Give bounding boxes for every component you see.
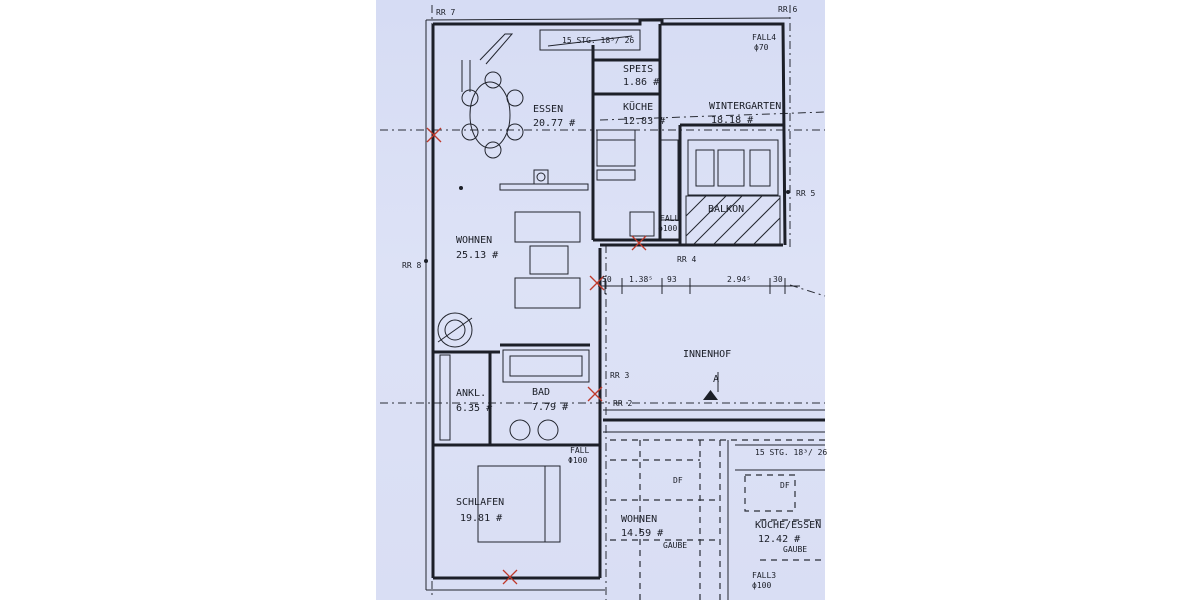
marker-rr5: RR 5: [796, 189, 815, 198]
marker-rr4: RR 4: [677, 255, 696, 264]
room-wohnen-name: WOHNEN: [456, 235, 492, 246]
fall4-label: FALL4: [752, 33, 776, 42]
room-balkon-name: BALKON: [708, 204, 744, 215]
marker-rr2: RR 2: [613, 399, 632, 408]
fall4-dia: ϕ70: [754, 43, 769, 52]
marker-rr8: RR 8: [402, 261, 421, 270]
fall-bottom-label: FALL3: [752, 571, 776, 580]
df-label-2: DF: [780, 481, 790, 490]
fall-top-dia: ϕ100: [658, 224, 677, 233]
marker-rr7: RR 7: [436, 8, 455, 17]
room-wintergarten-area: 18.18 #: [711, 115, 753, 126]
outer-walls: [425, 17, 791, 591]
dimension-4: 2.94⁵: [727, 275, 751, 284]
room-wohnen-area: 25.13 #: [456, 250, 498, 261]
dimension-1: 50: [602, 275, 612, 284]
dimension-line: [598, 278, 800, 294]
kitchen-fixtures: [596, 129, 679, 237]
room-schlafen-name: SCHLAFEN: [456, 497, 504, 508]
room-bad-area: 7.79 #: [532, 402, 568, 413]
marker-rr3: RR 3: [610, 371, 629, 380]
room-ankl-area: 6.35 #: [456, 403, 492, 414]
living-furniture: [499, 169, 589, 309]
red-marks: [426, 127, 647, 585]
stair-top: [461, 29, 641, 92]
fall-bottom-dia: ϕ100: [752, 581, 771, 590]
dining-table: [461, 71, 524, 159]
lower-unit: [603, 409, 825, 600]
room-ankl-name: ANKL.: [456, 388, 486, 399]
balkon-hatch: [685, 195, 781, 245]
room-innenhof-name: INNENHOF: [683, 349, 731, 360]
room-kueche-area: 12.83 #: [623, 116, 665, 127]
gaube-label-2: GAUBE: [783, 545, 807, 554]
room-essen-area: 20.77 #: [533, 118, 575, 129]
rr-dots: [424, 186, 790, 263]
fall-mid-dia: Φ100: [568, 456, 587, 465]
fall-mid-label: FALL: [570, 446, 589, 455]
room-speis-area: 1.86 #: [623, 77, 659, 88]
room-kueche-essen-area: 12.42 #: [758, 534, 800, 545]
stair-bottom-label: 15 STG. 18³/ 26: [755, 448, 827, 457]
dimension-5: 30: [773, 275, 783, 284]
room-speis-name: SPEIS: [623, 64, 653, 75]
room-wohnen2-area: 14.59 #: [621, 528, 663, 539]
room-essen-name: ESSEN: [533, 104, 563, 115]
section-marker-label: A: [713, 374, 719, 385]
room-kueche-essen-name: KÜCHE/ESSEN: [755, 518, 821, 531]
dimension-3: 93: [667, 275, 677, 284]
spiral-element: [437, 312, 473, 348]
section-marker-triangle: [703, 390, 718, 400]
bath-fixtures: [439, 349, 590, 441]
stair-top-label: 15 STG. 18³/ 26: [562, 36, 634, 45]
room-kueche-name: KÜCHE: [623, 100, 653, 113]
wintergarten-furniture: [687, 139, 779, 196]
df-label-1: DF: [673, 476, 683, 485]
gaube-label-1: GAUBE: [663, 541, 687, 550]
dimension-2: 1.38⁵: [629, 275, 653, 284]
room-wohnen2-name: WOHNEN: [621, 514, 657, 525]
room-wintergarten-name: WINTERGARTEN: [709, 101, 781, 112]
marker-rr6: RR 6: [778, 5, 797, 14]
room-schlafen-area: 19.81 #: [460, 513, 502, 524]
fall-top-label: FALL: [660, 214, 679, 223]
bed: [477, 465, 561, 543]
room-bad-name: BAD: [532, 387, 550, 398]
